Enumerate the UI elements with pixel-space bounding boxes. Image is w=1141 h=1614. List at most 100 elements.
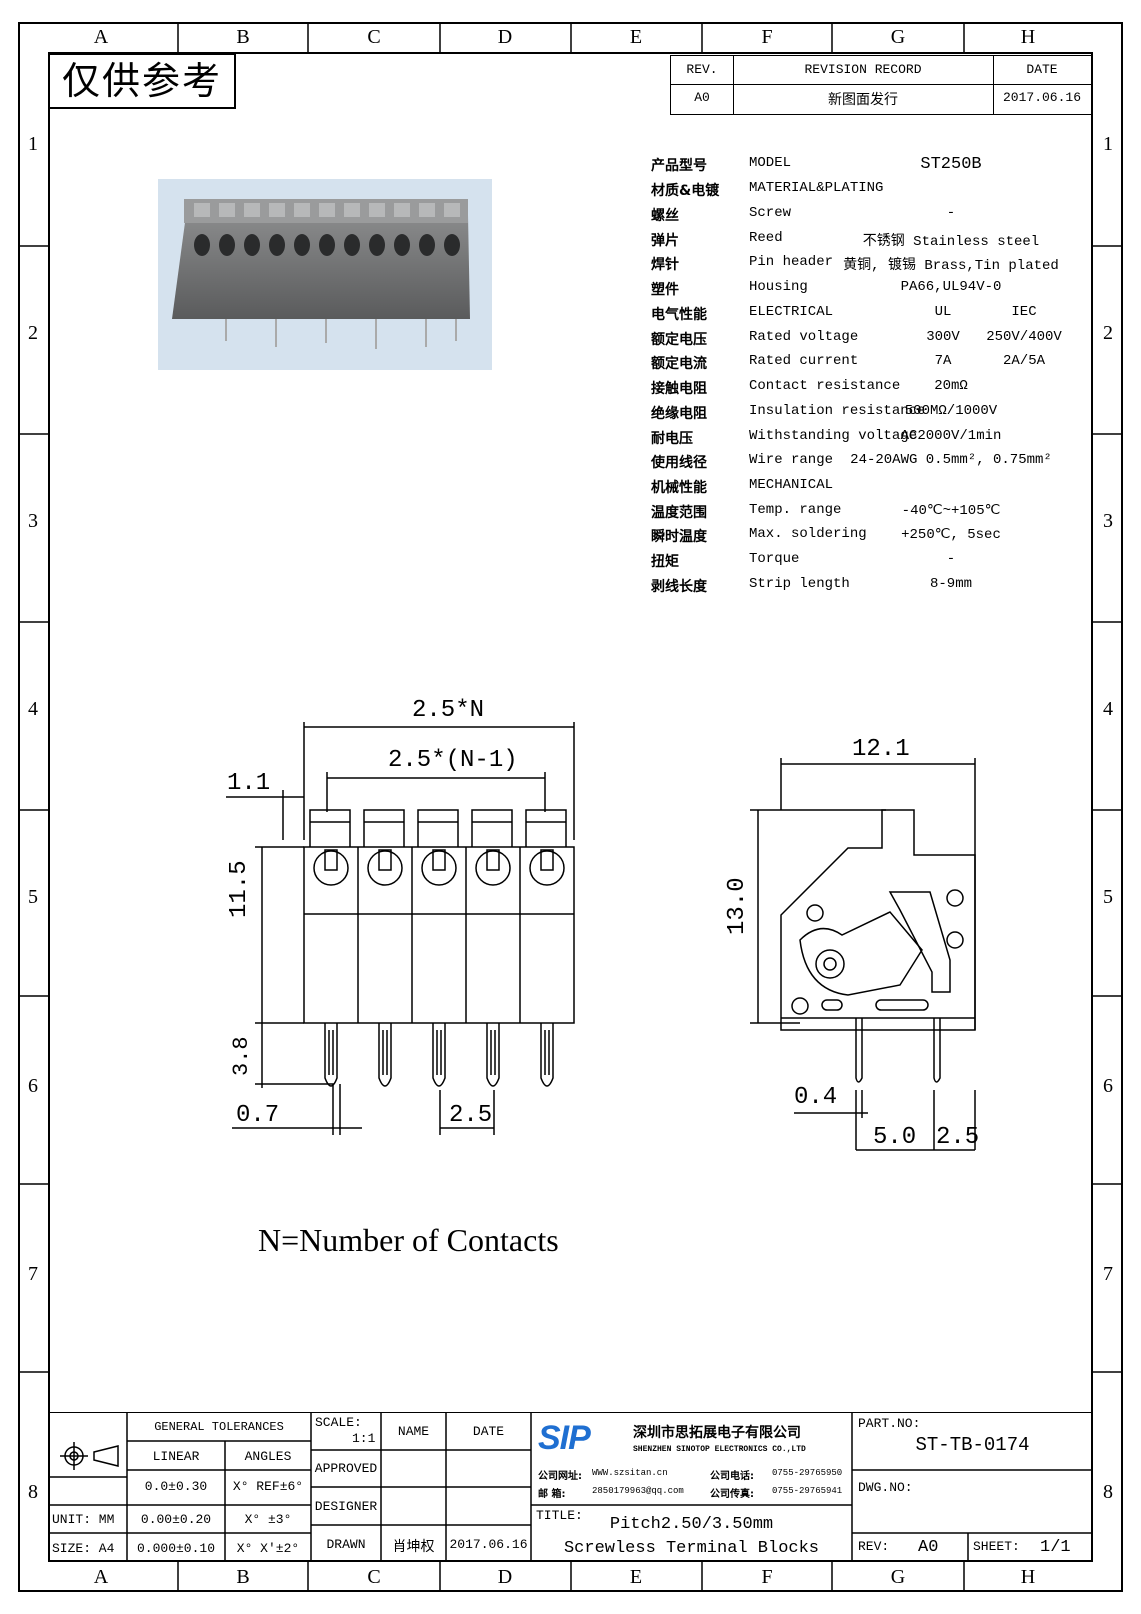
spec-label-cn: 瞬时温度 xyxy=(651,529,707,545)
zone-row-label: 5 xyxy=(1103,886,1113,908)
spec-label-cn: 耐电压 xyxy=(651,431,693,447)
title-block xyxy=(48,1412,1093,1563)
email-value: 2850179963@qq.com xyxy=(592,1486,684,1496)
unit-label: UNIT: MM xyxy=(52,1512,115,1527)
photo-release-slot xyxy=(219,203,235,217)
spec-label-en: Screw xyxy=(749,205,792,221)
photo-release-slot xyxy=(419,203,435,217)
pole-tab xyxy=(363,809,405,847)
spec-value: 20mΩ xyxy=(934,378,968,394)
dim-pitch: 2.5 xyxy=(449,1102,493,1129)
spec-label-en: Temp. range xyxy=(749,502,842,518)
zone-column-label: B xyxy=(236,26,250,48)
spec-label-cn: 焊针 xyxy=(651,257,679,273)
drawn-date: 2017.06.16 xyxy=(449,1537,528,1552)
angles-label: ANGLES xyxy=(244,1449,292,1464)
rev-header: REV. xyxy=(686,62,718,77)
contacts-note: N=Number of Contacts xyxy=(258,1222,559,1258)
release-slot xyxy=(432,849,446,871)
zone-column-label: E xyxy=(629,26,643,48)
pole-tab xyxy=(309,809,351,847)
release-slot xyxy=(324,849,338,871)
zone-row-label: 6 xyxy=(1103,1075,1113,1097)
zone-column-label: D xyxy=(497,26,513,48)
zone-row-label: 7 xyxy=(1103,1263,1113,1285)
spec-label-cn: 额定电压 xyxy=(651,332,707,348)
date-header: DATE xyxy=(1026,62,1058,77)
drawn-name: 肖坤权 xyxy=(392,1539,435,1555)
spec-value: 300V xyxy=(926,329,960,345)
zone-row-label: 7 xyxy=(28,1263,38,1285)
tolerance-angle-1: X° REF±6° xyxy=(232,1479,304,1494)
photo-release-slot xyxy=(194,203,210,217)
rev-value-tb: A0 xyxy=(918,1538,939,1557)
dim-pin-row: 5.0 xyxy=(873,1124,917,1151)
zone-column-label: E xyxy=(629,1566,643,1588)
designer-label: DESIGNER xyxy=(314,1499,378,1514)
pole-tab xyxy=(525,809,567,847)
zone-column-label: H xyxy=(1020,26,1036,48)
spec-label-en: Housing xyxy=(749,279,808,295)
zone-row-label: 1 xyxy=(28,133,38,155)
release-slot xyxy=(378,849,392,871)
dwg-no-label: DWG.NO: xyxy=(858,1480,913,1495)
revision-record-header: REVISION RECORD xyxy=(804,62,922,77)
spec-value: 7A xyxy=(934,353,952,369)
spec-value: UL xyxy=(934,304,952,320)
spec-label-en: MECHANICAL xyxy=(749,477,834,493)
pole-tab xyxy=(471,809,513,847)
spec-label-cn: 电气性能 xyxy=(651,307,707,323)
spec-label-en: MATERIAL&PLATING xyxy=(749,180,884,196)
spec-value: 8-9mm xyxy=(929,576,972,592)
spec-value: +250℃, 5sec xyxy=(901,527,1001,543)
solder-pin xyxy=(540,1023,554,1087)
zone-column-label: C xyxy=(367,26,381,48)
terminal-block-photo xyxy=(172,199,470,349)
spec-label-en: Withstanding voltage xyxy=(749,428,918,444)
photo-wire-hole xyxy=(369,234,385,256)
dim-pin-thk: 0.4 xyxy=(794,1084,838,1111)
tolerance-angle-3: X° X'±2° xyxy=(236,1541,300,1556)
spec-label-cn: 剥线长度 xyxy=(651,579,707,595)
website-label: 公司网址: xyxy=(538,1471,582,1482)
spec-value: -40℃~+105℃ xyxy=(901,503,1001,519)
zone-row-label: 3 xyxy=(28,510,38,532)
spec-label-cn: 塑件 xyxy=(651,282,679,298)
sheet-label: SHEET: xyxy=(973,1539,1020,1554)
photo-release-slot xyxy=(369,203,385,217)
part-no-label: PART.NO: xyxy=(858,1416,921,1431)
zone-row-label: 2 xyxy=(1103,322,1113,344)
title-line-2: Screwless Terminal Blocks xyxy=(563,1539,820,1558)
email-label: 邮 箱: xyxy=(538,1489,566,1500)
product-photo xyxy=(158,179,492,370)
zone-row-label: 2 xyxy=(28,322,38,344)
rev-value: A0 xyxy=(694,90,710,105)
scale-label: SCALE: xyxy=(315,1415,362,1430)
date-header-tb: DATE xyxy=(472,1424,505,1439)
photo-wire-hole xyxy=(269,234,285,256)
zone-row-label: 4 xyxy=(1103,698,1113,720)
spec-label-cn: 额定电流 xyxy=(651,356,707,372)
fax-value: 0755-29765941 xyxy=(772,1486,843,1496)
general-tolerances-label: GENERAL TOLERANCES xyxy=(154,1420,284,1434)
pole-tab xyxy=(417,809,459,847)
linear-label: LINEAR xyxy=(152,1449,200,1464)
dim-pin-pitch-side: 2.5 xyxy=(936,1124,980,1151)
spec-value: PA66,UL94V-0 xyxy=(900,279,1002,295)
company-name-en: SHENZHEN SINOTOP ELECTRONICS CO.,LTD xyxy=(633,1445,806,1454)
spec-value-secondary: 250V/400V xyxy=(986,329,1062,345)
spec-value: ST250B xyxy=(920,155,982,174)
spec-row: 塑件 Housing PA66,UL94V-0 xyxy=(651,279,1071,303)
drawing-frame-inner xyxy=(48,52,1093,1562)
zone-column-label: B xyxy=(236,1566,250,1588)
zone-row-label: 6 xyxy=(28,1075,38,1097)
spec-label-en: Max. soldering xyxy=(749,526,867,542)
tolerance-linear-3: 0.000±0.10 xyxy=(136,1541,215,1556)
tolerance-linear-1: 0.0±0.30 xyxy=(144,1479,208,1494)
photo-wire-hole xyxy=(444,234,460,256)
